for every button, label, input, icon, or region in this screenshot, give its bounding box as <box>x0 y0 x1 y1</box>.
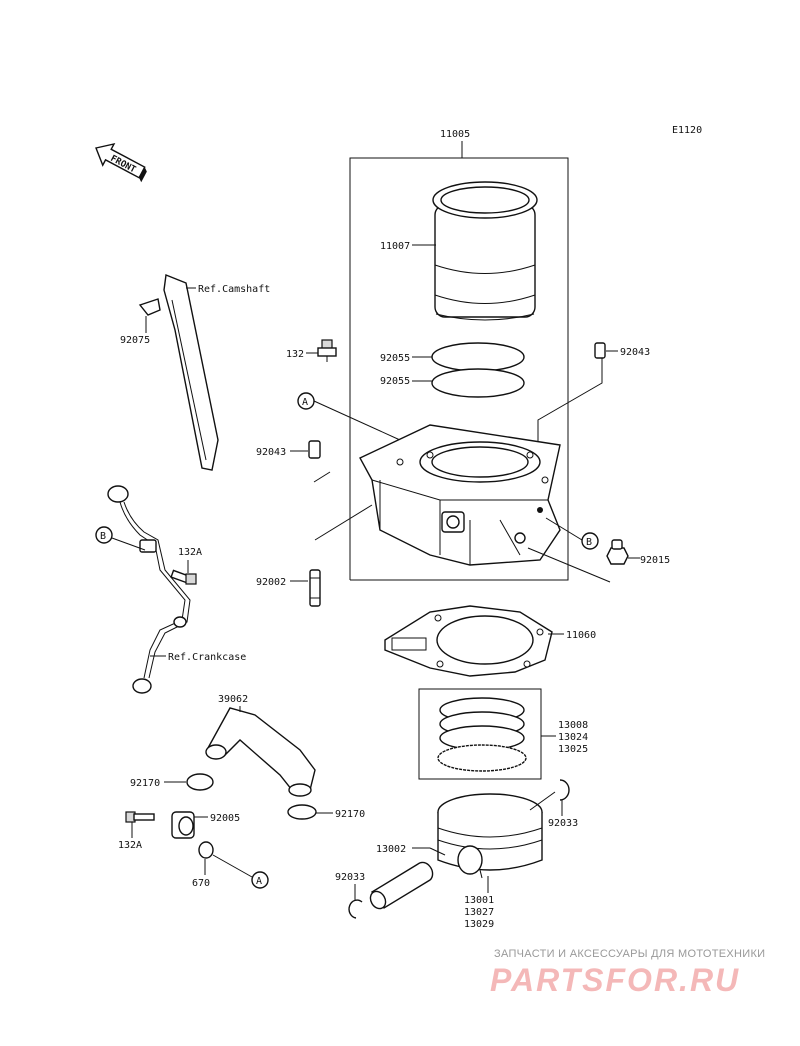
fitting-92005 <box>171 811 195 839</box>
piston <box>437 793 543 879</box>
circlip-right <box>559 779 570 801</box>
circlip-left <box>348 899 363 919</box>
label-39062: 39062 <box>218 694 248 705</box>
bolt-132 <box>317 339 337 362</box>
dowel-pin-left <box>308 440 321 459</box>
label-92170-b: 92170 <box>335 809 365 820</box>
svg-text:B: B <box>100 531 106 542</box>
piston-pin <box>369 861 434 910</box>
nut-92015 <box>606 539 629 565</box>
o-ring-670 <box>198 841 214 859</box>
label-92055-b: 92055 <box>380 376 410 387</box>
svg-text:A: A <box>302 397 308 408</box>
label-13025: 13025 <box>558 744 588 755</box>
label-92033-a: 92033 <box>548 818 578 829</box>
label-92005: 92005 <box>210 813 240 824</box>
label-92075: 92075 <box>120 335 150 346</box>
bolt-132a-top <box>170 569 197 585</box>
label-13002: 13002 <box>376 844 406 855</box>
label-132: 132 <box>286 349 304 360</box>
label-92015: 92015 <box>640 555 670 566</box>
front-arrow-icon: FRONT <box>95 142 147 183</box>
o-rings <box>431 342 525 398</box>
svg-text:A: A <box>256 876 262 887</box>
oil-pipe <box>107 485 191 694</box>
dowel-pin-top <box>594 342 606 359</box>
watermark-site: PARTSFOR.RU <box>490 962 741 998</box>
label-92043-a: 92043 <box>620 347 650 358</box>
callout-a-bottom <box>251 871 269 889</box>
diagram-code: E1120 <box>672 125 702 136</box>
label-13001: 13001 <box>464 895 494 906</box>
cylinder-sleeve <box>432 181 538 321</box>
hose-clamp-a <box>186 773 214 791</box>
callout-b-right <box>581 532 599 550</box>
cam-chain-guide <box>163 274 219 471</box>
label-92043-b: 92043 <box>256 447 286 458</box>
label-92033-b: 92033 <box>335 872 365 883</box>
label-92055-a: 92055 <box>380 353 410 364</box>
bolt-132a-bottom <box>125 811 155 823</box>
svg-text:B: B <box>586 537 592 548</box>
label-92170-a: 92170 <box>130 778 160 789</box>
label-92002: 92002 <box>256 577 286 588</box>
callout-b-left <box>95 526 113 544</box>
piston-ring-set <box>418 688 542 780</box>
label-ref-camshaft: Ref.Camshaft <box>198 284 270 295</box>
label-13024: 13024 <box>558 732 588 743</box>
label-11005: 11005 <box>440 129 470 140</box>
hose-39062 <box>205 707 316 797</box>
label-11007: 11007 <box>380 241 410 252</box>
label-132a-top: 132A <box>178 547 202 558</box>
cylinder-assembly-bracket: 11005 <box>349 129 569 581</box>
label-13027: 13027 <box>464 907 494 918</box>
clip-92075 <box>138 298 161 316</box>
label-13029: 13029 <box>464 919 494 930</box>
cylinder-block <box>359 424 561 566</box>
label-132a-bottom: 132A <box>118 840 142 851</box>
watermark-tagline: ЗАПЧАСТИ И АКСЕССУАРЫ ДЛЯ МОТОТЕХНИКИ <box>494 948 766 960</box>
label-ref-crankcase: Ref.Crankcase <box>168 652 246 663</box>
cylinder-base-gasket <box>384 605 553 677</box>
label-670: 670 <box>192 878 210 889</box>
stud-bolt-92002 <box>309 569 321 607</box>
label-11060: 11060 <box>566 630 596 641</box>
label-13008: 13008 <box>558 720 588 731</box>
hose-clamp-b <box>287 804 317 820</box>
